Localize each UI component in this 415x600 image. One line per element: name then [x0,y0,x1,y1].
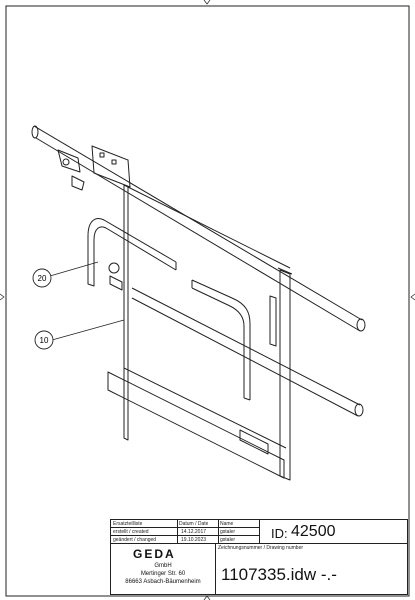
upper-rail-edge-b [35,137,361,332]
leader-20 [49,261,99,277]
right-post-clamp [269,295,277,347]
tb-col-line-logo [215,543,216,595]
created-label: erstellt / created [113,529,149,535]
callout-20-bubble [32,268,52,288]
left-handle-top [87,218,177,263]
left-handle-leg [87,236,95,287]
lower-rail-end-right [354,403,364,417]
frame-bottom-inner [123,367,287,449]
hinge-block [109,275,123,291]
changed-label: geändert / changed [113,537,157,543]
center-mark-right [410,293,415,301]
lower-rail-edge-b [131,297,359,417]
frame-bottom-plate [107,371,285,479]
frame-top-bar [127,186,291,269]
frame-right-upright [279,269,291,481]
drawing-number-label: Zeichnungsnummer / Drawing number [218,545,304,551]
drawing-number-value: 1107335.idw -.- [221,565,337,584]
upper-rail-end-left [31,125,39,139]
title-block: Ersatzteilliste Datum / Date Name erstel… [110,519,408,595]
hinge-knob [108,262,120,274]
id-label: ID: [271,526,288,541]
bracket-plate [91,145,131,188]
latch-housing [57,149,81,173]
tb-col-line-3 [259,520,260,543]
tb-row-line-2 [111,535,259,536]
id-value: 42500 [291,523,336,540]
callout-20-label: 20 [38,274,47,283]
tb-row-line-3 [111,543,407,544]
latch-knob [62,158,70,166]
inner-handle-foot [243,397,251,401]
changed-date: 19.10.2023 [181,537,207,543]
bracket-hole-b [111,159,117,165]
frame-left-upright [123,184,129,441]
company-street: Mertinger Str. 60 [140,571,186,577]
callout-10-bubble [34,330,54,350]
sheet-border [5,5,410,597]
tb-col-line-2 [218,520,219,543]
center-mark-bottom [203,595,211,600]
tb-row-line-1 [111,527,259,528]
parts-list-label: Ersatzteilliste [113,521,143,527]
frame-right-cap [277,267,293,275]
tb-col-line-1 [177,520,178,543]
upper-rail-edge-a [33,125,363,321]
upper-rail-end-right [356,318,366,332]
gate-assembly [31,125,366,481]
center-mark-top [203,0,211,5]
center-mark-left [0,293,5,301]
created-date: 14.12.2017 [181,529,207,535]
lower-rail-edge-a [131,287,361,406]
bracket-hole-a [99,152,105,158]
latch-lever [71,175,85,191]
label-plate [239,429,269,455]
callout-10-label: 10 [40,336,49,345]
left-handle-top-inner [93,226,177,271]
inner-handle-outer [191,279,251,400]
company-logo: GEDA [133,547,176,561]
leader-10 [51,319,125,341]
company-form: GmbH [154,563,172,569]
created-name: gstaler [220,529,236,535]
date-header: Datum / Date [179,521,209,527]
name-header: Name [220,521,234,527]
inner-handle-inner [191,287,245,398]
company-city: 86663 Asbach-Bäumenheim [125,579,201,585]
changed-name: gstaler [220,537,236,543]
